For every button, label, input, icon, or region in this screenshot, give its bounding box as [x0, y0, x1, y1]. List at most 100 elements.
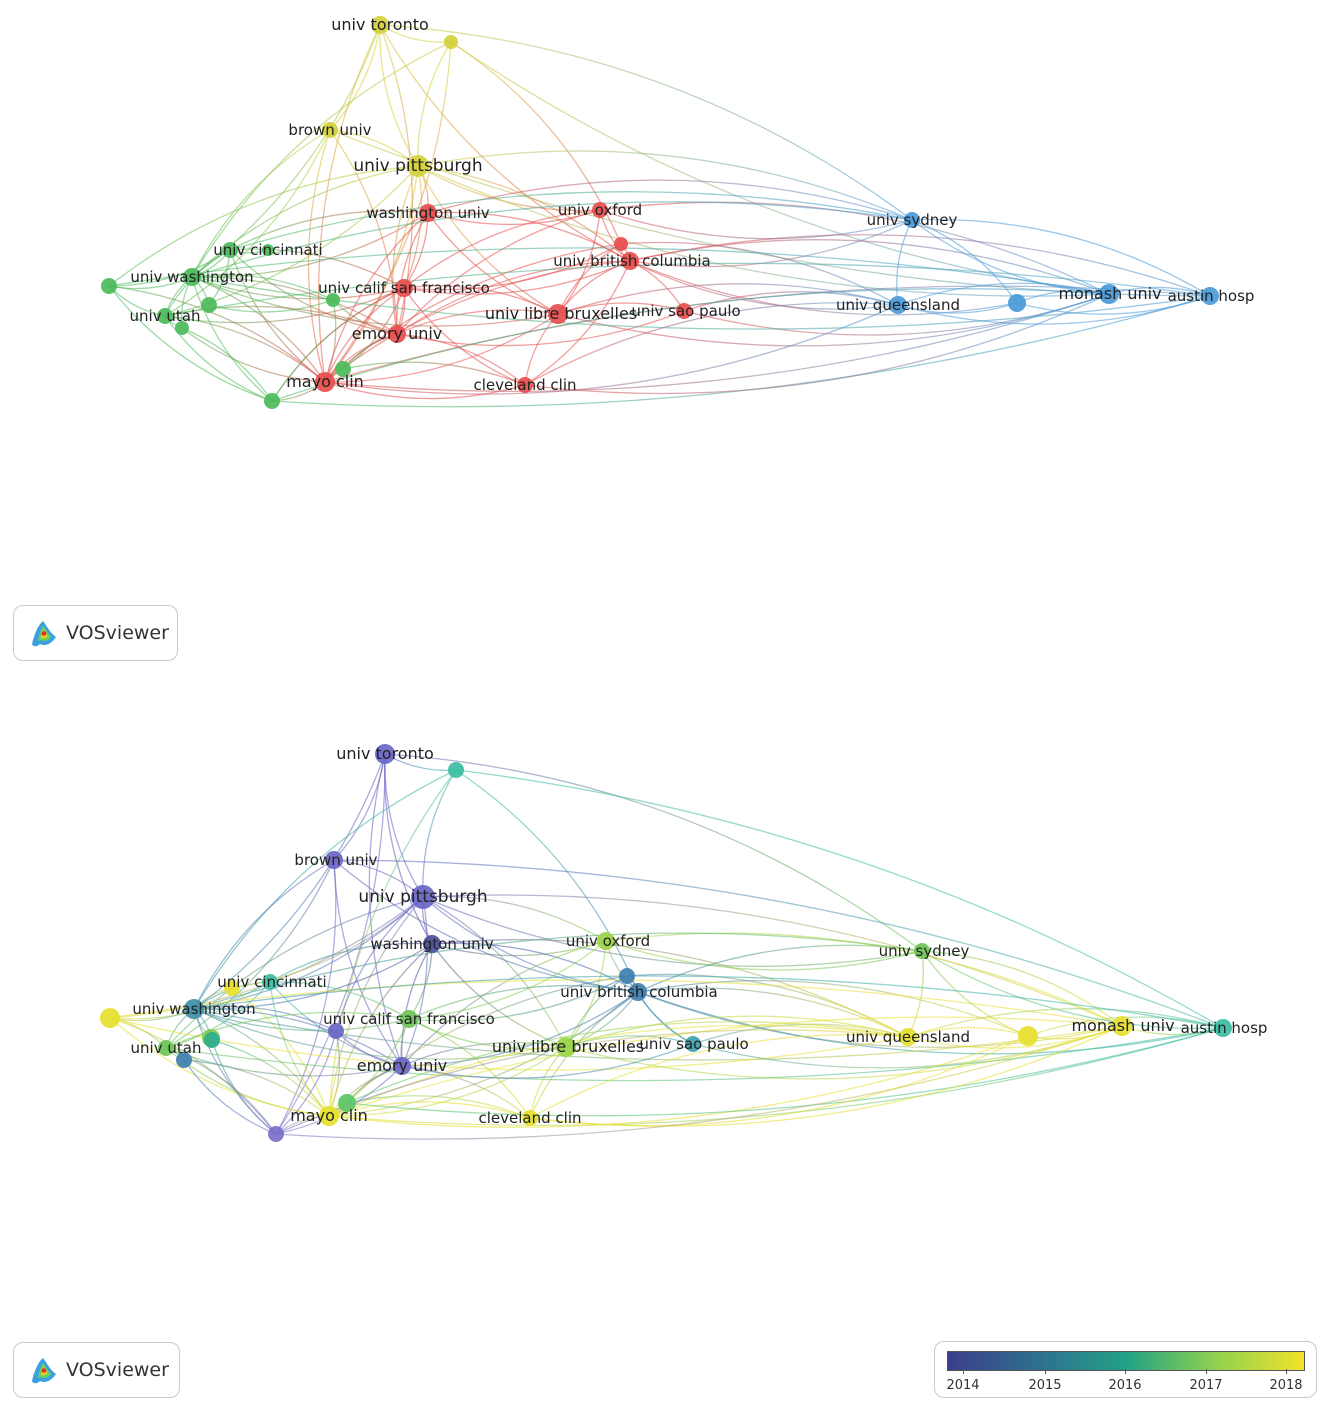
node-univ-queensland[interactable] — [889, 296, 907, 314]
node-yellow-unlabeled[interactable] — [444, 35, 458, 49]
node-yellow-left[interactable] — [100, 1008, 120, 1028]
legend-label-2016: 2016 — [1108, 1378, 1142, 1393]
collaboration-link — [401, 1041, 567, 1067]
node-univ-pittsburgh[interactable] — [407, 155, 429, 177]
node-univ-oxford[interactable] — [592, 202, 608, 218]
node-monash-univ[interactable] — [1112, 1016, 1132, 1036]
node-univ-calif-san-francisco[interactable] — [400, 1010, 418, 1028]
node-cleveland-clin[interactable] — [522, 1110, 538, 1126]
node-green-mayo[interactable] — [335, 361, 351, 377]
node-washington-univ[interactable] — [423, 935, 441, 953]
node-univ-queensland[interactable] — [899, 1028, 917, 1046]
node-univ-british-columbia[interactable] — [629, 983, 647, 1001]
node-austin-hosp[interactable] — [1201, 287, 1219, 305]
node-univ-libre-bruxelles[interactable] — [556, 1037, 576, 1057]
node-univ-british-columbia[interactable] — [621, 252, 639, 270]
node-emory-univ[interactable] — [388, 325, 406, 343]
node-mayo-clin[interactable] — [319, 1106, 339, 1126]
collaboration-link — [422, 896, 923, 967]
node-teal-utah[interactable] — [204, 1032, 220, 1048]
node-univ-sydney[interactable] — [904, 212, 920, 228]
collaboration-link — [193, 753, 386, 1010]
node-washington-univ[interactable] — [419, 204, 437, 222]
node-yellow-cincinnati[interactable] — [224, 980, 240, 996]
collaboration-link — [368, 753, 403, 1067]
node-green-bottom[interactable] — [264, 393, 280, 409]
node-mayo-clin[interactable] — [315, 372, 335, 392]
node-teal-top[interactable] — [448, 762, 464, 778]
node-label-monash-univ: monash univ — [1071, 1016, 1174, 1035]
collaboration-link — [605, 940, 923, 971]
node-univ-libre-bruxelles[interactable] — [548, 304, 568, 324]
node-univ-washington[interactable] — [184, 999, 204, 1019]
collaboration-link — [379, 24, 913, 221]
collaboration-link — [403, 285, 559, 315]
collaboration-link — [324, 165, 419, 383]
collaboration-link — [324, 287, 405, 383]
node-label-univ-cincinnati: univ cincinnati — [213, 241, 322, 259]
collaboration-link — [565, 1015, 909, 1048]
node-univ-calif-san-francisco[interactable] — [395, 279, 413, 297]
node-green-up[interactable] — [262, 244, 274, 256]
node-blue-unlabeled[interactable] — [1008, 294, 1026, 312]
node-label-washington-univ: washington univ — [366, 204, 489, 222]
node-univ-sao-paulo[interactable] — [685, 1036, 701, 1052]
collaboration-link — [229, 191, 913, 251]
node-purple-center[interactable] — [328, 1023, 344, 1039]
node-label-washington-univ: washington univ — [370, 935, 493, 953]
node-brown-univ[interactable] — [325, 851, 343, 869]
node-univ-utah[interactable] — [158, 1040, 174, 1056]
node-univ-sydney[interactable] — [914, 943, 930, 959]
collaboration-link — [529, 1034, 909, 1119]
collaboration-link — [403, 287, 526, 386]
node-austin-hosp[interactable] — [1214, 1019, 1232, 1037]
collaboration-link — [164, 262, 1211, 317]
node-label-brown-univ: brown univ — [288, 121, 371, 139]
node-univ-utah[interactable] — [157, 308, 173, 324]
year-gradient-bar — [947, 1351, 1305, 1371]
legend-tick — [1125, 1369, 1126, 1374]
collaboration-link — [392, 165, 419, 335]
node-emory-univ[interactable] — [393, 1057, 411, 1075]
node-green-utah-2[interactable] — [175, 321, 189, 335]
collaboration-link — [1121, 1025, 1224, 1036]
collaboration-link — [417, 165, 1110, 297]
node-monash-univ[interactable] — [1099, 284, 1119, 304]
node-univ-cincinnati[interactable] — [222, 242, 238, 258]
node-brown-univ[interactable] — [322, 122, 338, 138]
node-green-left[interactable] — [101, 278, 117, 294]
node-label-cleveland-clin: cleveland clin — [474, 376, 577, 394]
node-yellow-unlabeled[interactable] — [1018, 1026, 1038, 1046]
node-steel-utah[interactable] — [176, 1052, 192, 1068]
node-green-center[interactable] — [326, 293, 340, 307]
node-label-emory-univ: emory univ — [357, 1056, 448, 1075]
node-green-mayo[interactable] — [338, 1094, 356, 1112]
collaboration-link — [109, 979, 1123, 1027]
node-univ-washington[interactable] — [183, 268, 201, 286]
node-label-univ-utah: univ utah — [131, 1039, 202, 1057]
node-green-mid-left[interactable] — [201, 297, 217, 313]
node-steel-unlabeled[interactable] — [619, 968, 635, 984]
node-univ-toronto[interactable] — [371, 16, 389, 34]
collaboration-link — [529, 1035, 1029, 1127]
collaboration-link — [231, 896, 424, 989]
node-red-unlabeled[interactable] — [614, 237, 628, 251]
node-cleveland-clin[interactable] — [517, 377, 533, 393]
collaboration-link — [181, 327, 273, 402]
collaboration-link — [275, 1030, 337, 1135]
collaboration-link — [629, 234, 1211, 297]
node-univ-oxford[interactable] — [597, 932, 615, 950]
collaboration-link — [379, 24, 631, 262]
node-purple-bottom[interactable] — [268, 1126, 284, 1142]
node-univ-pittsburgh[interactable] — [411, 885, 435, 909]
node-univ-toronto[interactable] — [375, 744, 395, 764]
node-univ-sao-paulo[interactable] — [676, 303, 692, 319]
collaboration-link — [384, 753, 923, 952]
node-label-austin-hosp: austin hosp — [1181, 1019, 1268, 1037]
node-univ-cincinnati[interactable] — [262, 974, 278, 990]
collaboration-link — [422, 769, 457, 898]
collaboration-link — [324, 260, 631, 383]
vosviewer-logo-icon — [32, 621, 56, 647]
